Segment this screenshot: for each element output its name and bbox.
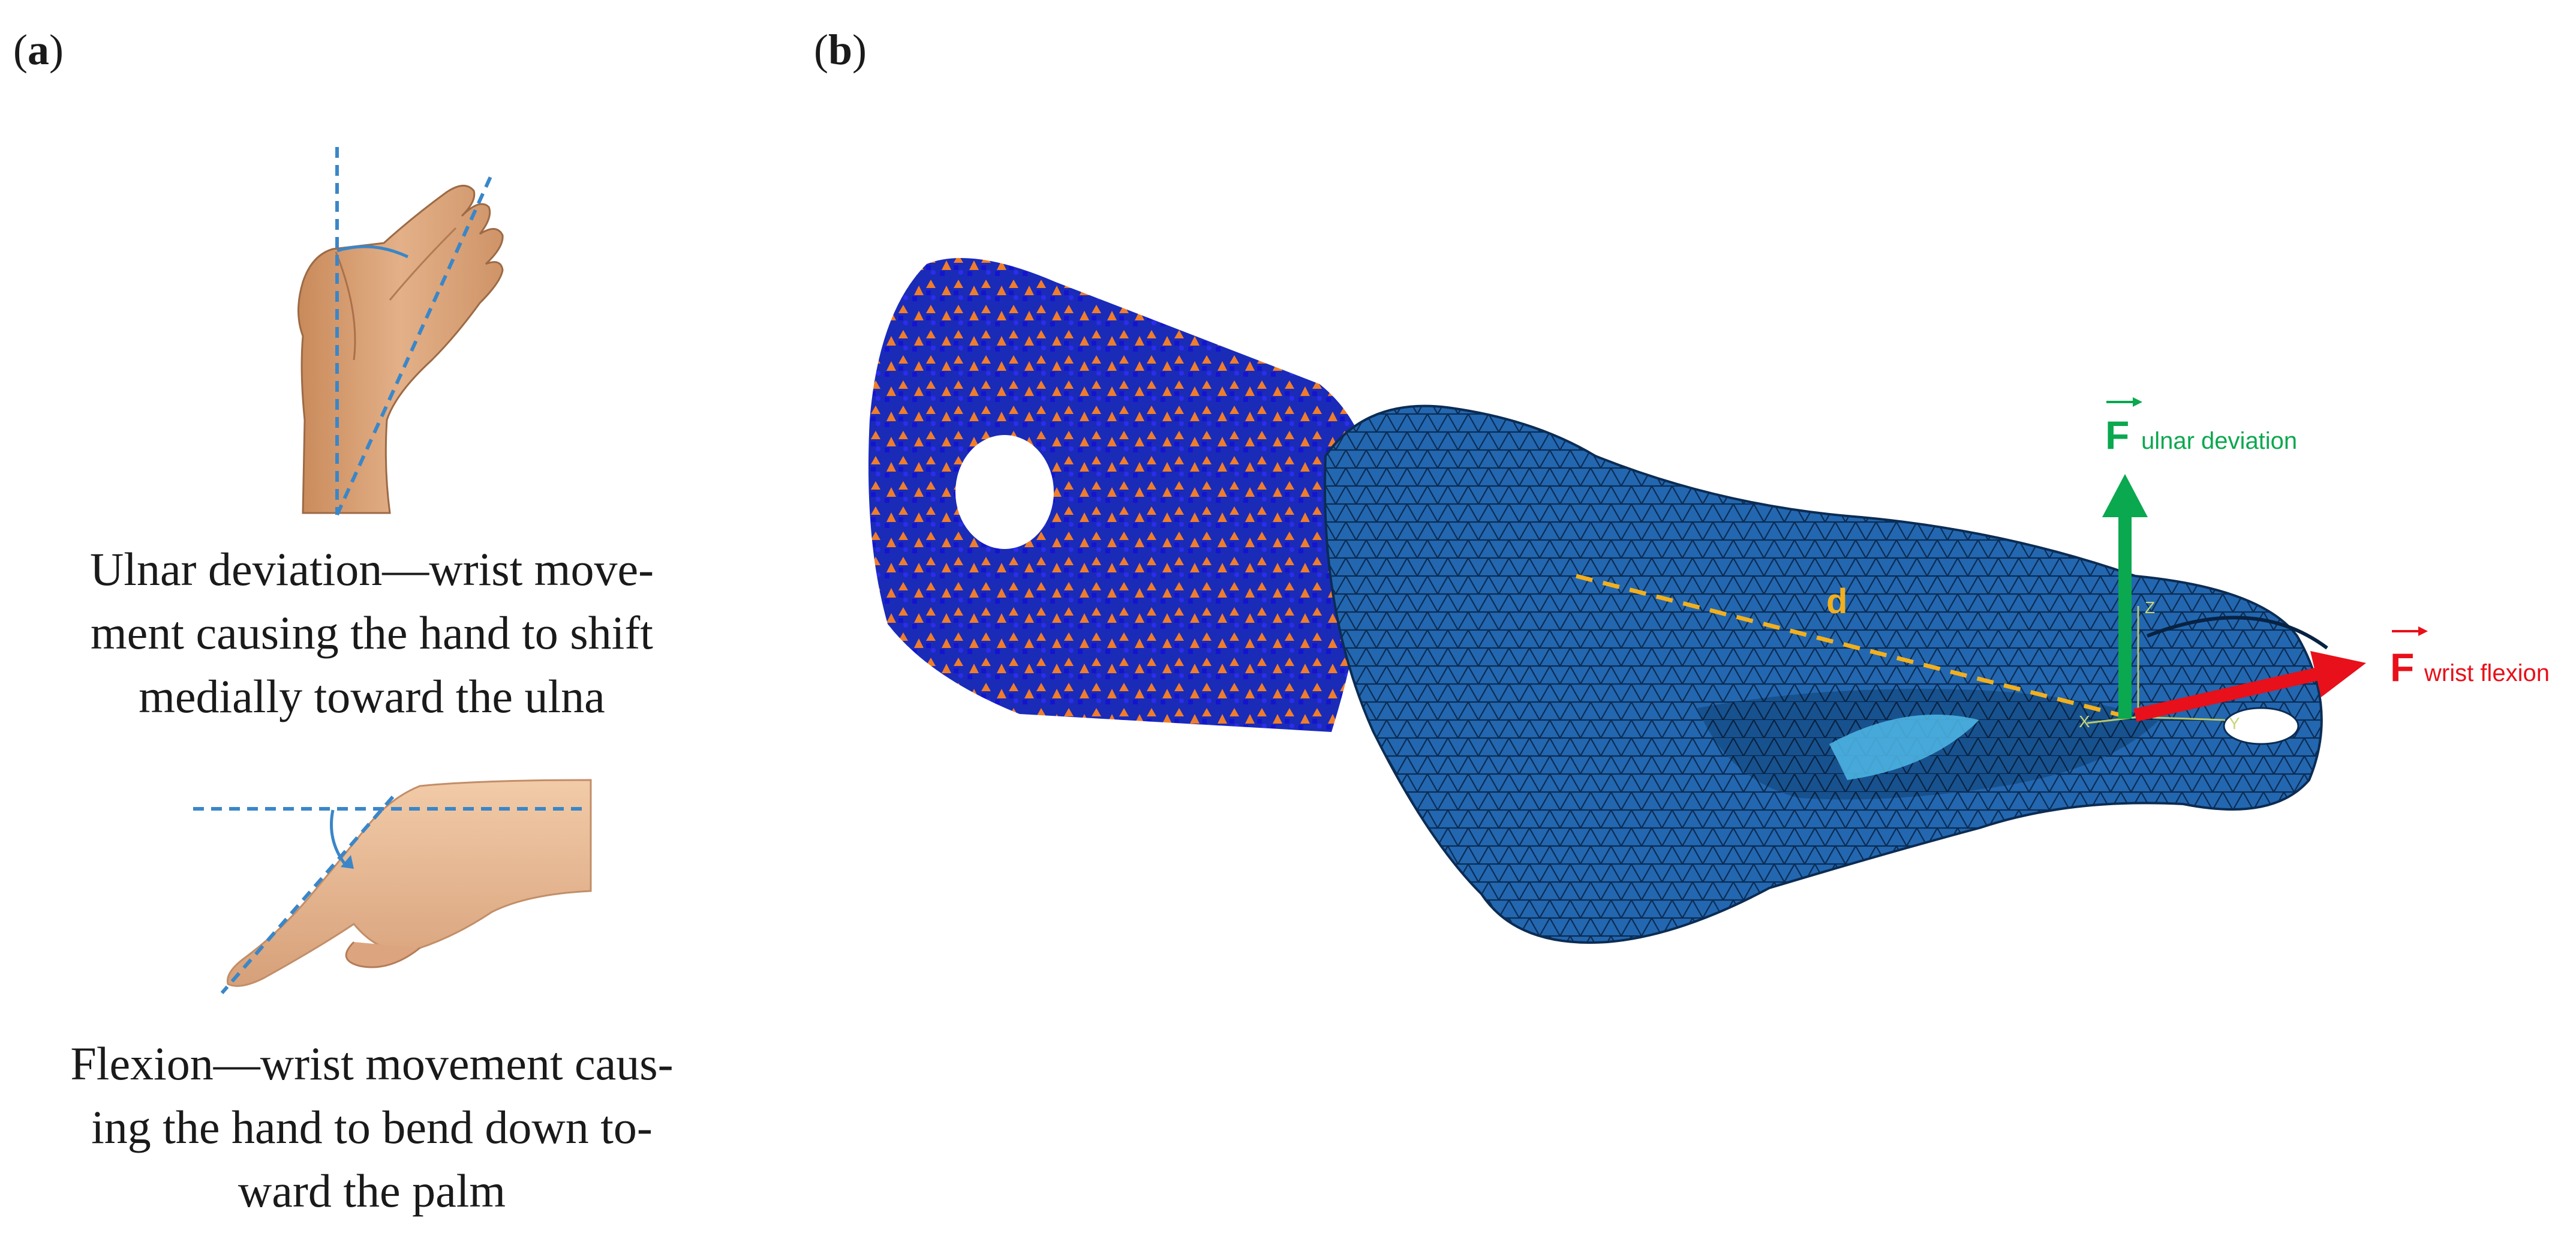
- force-wrist-flexion-arrow: [2133, 651, 2366, 722]
- panel-label-b: (b): [814, 26, 867, 74]
- force-wrist-flexion-label: F wrist flexion: [2390, 626, 2550, 689]
- panel-label-a: (a): [13, 26, 64, 74]
- axis-label-x: X: [2079, 712, 2090, 731]
- flexion-angle-guides: [193, 796, 585, 994]
- thumb-hole: [955, 435, 1054, 549]
- force-flexion-symbol: F: [2390, 645, 2414, 689]
- distance-line: [1576, 574, 2136, 721]
- ulnar-deviation-hand-illustration: [297, 185, 504, 514]
- force-ulnar-deviation-label: F ulnar deviation: [2105, 397, 2297, 457]
- axis-label-y: Y: [2229, 714, 2240, 733]
- axis-label-z: Z: [2145, 598, 2155, 617]
- flexion-caption: Flexion—wrist movement caus- ing the han…: [70, 1037, 674, 1217]
- brace-fe-model: [868, 258, 2328, 944]
- force-ulnar-subscript: ulnar deviation: [2141, 428, 2297, 454]
- end-opening: [2223, 707, 2300, 745]
- ulnar-angle-guides: [335, 147, 494, 516]
- brace-body-mesh: [1324, 404, 2323, 944]
- flexion-hand-illustration: [226, 779, 592, 987]
- force-ulnar-symbol: F: [2105, 413, 2129, 457]
- ulnar-deviation-caption: Ulnar deviation—wrist move- ment causing…: [89, 543, 654, 722]
- force-flexion-subscript: wrist flexion: [2424, 660, 2550, 686]
- distance-label: d: [1826, 582, 1847, 621]
- constraint-region: [868, 258, 1374, 732]
- force-ulnar-deviation-arrow: [2102, 474, 2148, 719]
